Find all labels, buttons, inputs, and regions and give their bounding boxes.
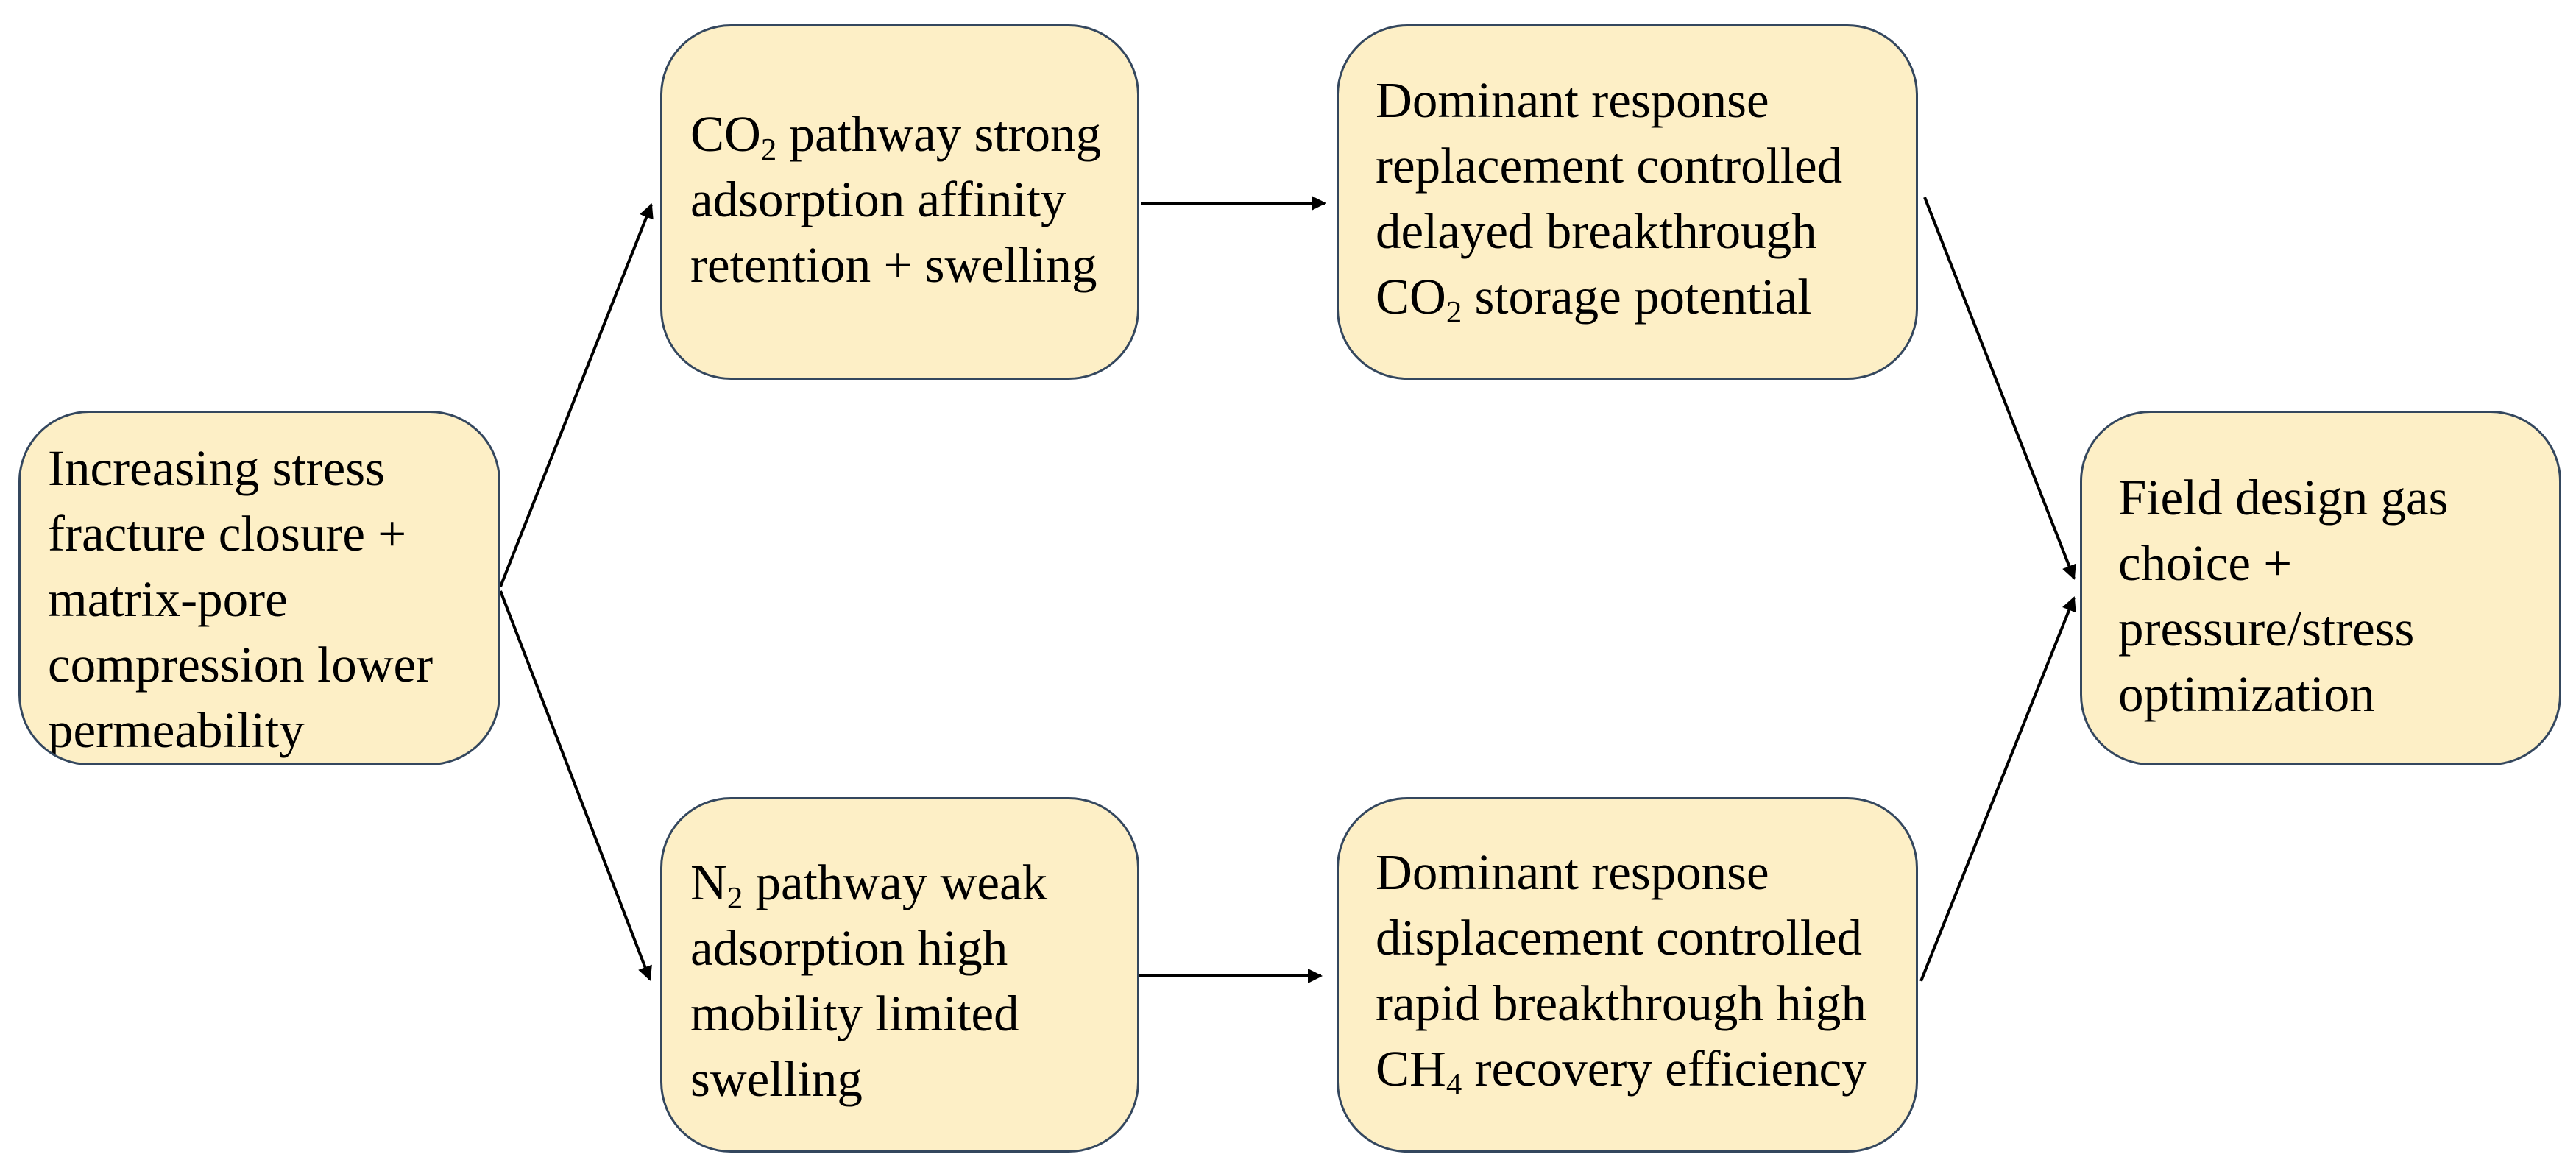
node-text-line: fracture closure + — [48, 506, 407, 562]
node-text-line: choice + — [2118, 535, 2293, 591]
text-run: N — [690, 855, 727, 910]
node-co2-pathway: CO2 pathway strong adsorption affinity r… — [660, 24, 1139, 380]
text-run: recovery efficiency — [1462, 1041, 1867, 1097]
node-text-line: pressure/stress — [2118, 601, 2415, 657]
node-text-line: N2 pathway weak — [690, 850, 1130, 916]
node-text-line: adsorption affinity — [690, 171, 1066, 227]
text-run: CO — [1376, 269, 1446, 325]
node-text-line: mobility limited — [690, 986, 1019, 1041]
text-run: pathway weak — [743, 855, 1048, 910]
node-text-line: CO2 pathway strong — [690, 102, 1134, 167]
text-run: CO — [690, 106, 761, 162]
node-text-line: optimization — [2118, 666, 2375, 722]
subscript: 2 — [726, 880, 743, 916]
node-text-line: permeability — [48, 702, 305, 758]
subscript: 4 — [1446, 1066, 1462, 1102]
node-text-line: Dominant response — [1376, 844, 1769, 900]
node-text-line: Increasing stress — [48, 440, 385, 496]
node-text-line: Field design gas — [2118, 470, 2449, 526]
arrow-co2-response-to-field — [1923, 197, 2076, 580]
node-text-line: CO2 storage potential — [1376, 264, 1901, 330]
node-text-line: delayed breakthrough — [1376, 203, 1817, 259]
node-text-line: replacement controlled — [1376, 138, 1843, 194]
node-n2-dominant-response: Dominant response displacement controlle… — [1337, 797, 1918, 1153]
node-increasing-stress: Increasing stress fracture closure + mat… — [18, 411, 500, 765]
node-co2-dominant-response: Dominant response replacement controlled… — [1337, 24, 1918, 380]
node-field-design: Field design gas choice + pressure/stres… — [2080, 411, 2561, 765]
arrow-n2-response-to-field — [1919, 596, 2076, 982]
node-text-line: matrix-pore — [48, 571, 288, 627]
arrow-start-to-co2 — [499, 203, 654, 587]
subscript: 2 — [760, 132, 777, 167]
node-text-line: swelling — [690, 1051, 863, 1107]
node-n2-pathway: N2 pathway weak adsorption high mobility… — [660, 797, 1139, 1153]
text-run: storage potential — [1462, 269, 1812, 325]
text-run: CH — [1376, 1041, 1446, 1097]
subscript: 2 — [1446, 294, 1462, 330]
arrow-start-to-n2 — [499, 590, 652, 981]
node-text-line: displacement controlled — [1376, 910, 1863, 966]
node-text-line: Dominant response — [1376, 72, 1769, 128]
node-text-line: rapid breakthrough high — [1376, 975, 1866, 1031]
node-text-line: compression lower — [48, 637, 434, 693]
text-run: pathway strong — [776, 106, 1102, 162]
node-text-line: retention + swelling — [690, 237, 1097, 293]
node-text-line: adsorption high — [690, 920, 1008, 976]
node-text-line: CH4 recovery efficiency — [1376, 1036, 1910, 1102]
